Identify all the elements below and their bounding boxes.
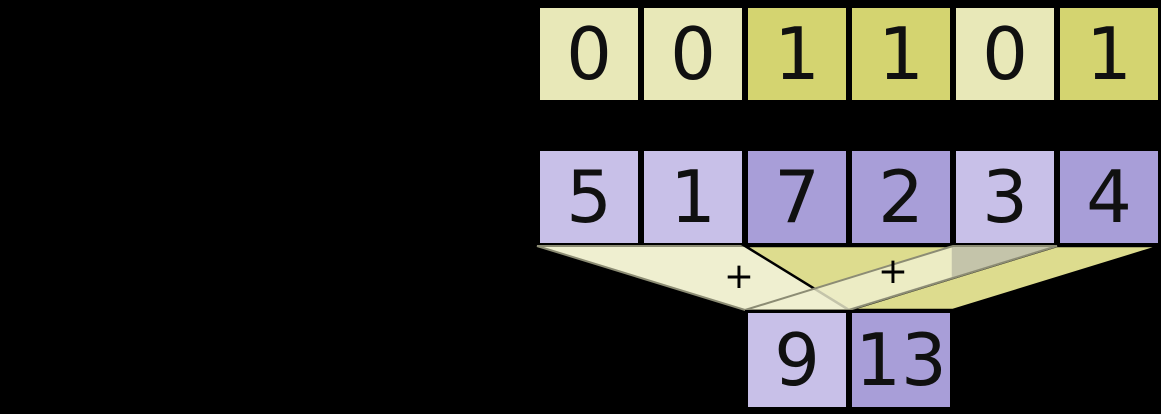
mask-cell-4: 0 — [953, 5, 1057, 103]
value-cell-4: 3 — [953, 148, 1057, 246]
result-row: 9 13 — [745, 310, 953, 410]
value-cell-0: 5 — [537, 148, 641, 246]
mask-cell-2: 1 — [745, 5, 849, 103]
value-row: 5 1 7 2 3 4 — [537, 148, 1161, 246]
mask-row: 0 0 1 1 0 1 — [537, 5, 1161, 103]
mask-cell-5: 1 — [1057, 5, 1161, 103]
mask-cell-1: 0 — [641, 5, 745, 103]
value-cell-3: 2 — [849, 148, 953, 246]
value-cell-5: 4 — [1057, 148, 1161, 246]
mask-cell-0: 0 — [537, 5, 641, 103]
result-cell-0: 9 — [745, 310, 849, 410]
plus-sign-right: + — [877, 251, 909, 292]
plus-sign-left: + — [723, 256, 755, 297]
value-cell-2: 7 — [745, 148, 849, 246]
result-cell-1: 13 — [849, 310, 953, 410]
value-cell-1: 1 — [641, 148, 745, 246]
mask-cell-3: 1 — [849, 5, 953, 103]
